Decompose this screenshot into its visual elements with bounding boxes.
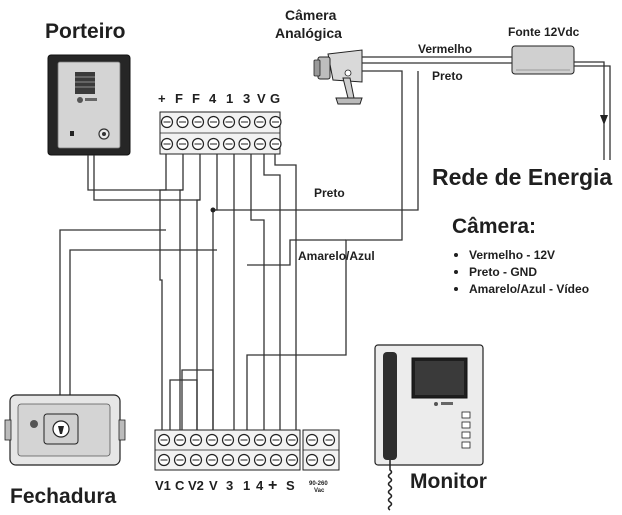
brand-logo-icon xyxy=(77,97,83,103)
power-terminal-block xyxy=(302,429,340,471)
brand-logo-icon xyxy=(30,420,38,428)
bottom-term-label: 1 xyxy=(243,478,250,493)
camera-title-line2: Analógica xyxy=(275,25,342,41)
mains-arrow-icon xyxy=(600,115,608,125)
monitor-button xyxy=(461,441,471,449)
camera-icon xyxy=(313,49,363,105)
handset-cord xyxy=(387,460,393,511)
bottom-term-label: V xyxy=(209,478,218,493)
fonte-label: Fonte 12Vdc xyxy=(508,25,580,39)
top-terminal-block xyxy=(159,111,282,155)
camera-legend: Câmera: Vermelho - 12V Preto - GND Amare… xyxy=(452,215,589,296)
monitor-device xyxy=(374,344,484,511)
top-terminal-labels: + F F 4 1 3 V G xyxy=(158,91,280,106)
monitor-label: Monitor xyxy=(410,470,487,493)
wire-amarelo-label: Amarelo/Azul xyxy=(298,249,375,263)
legend-bullet xyxy=(454,253,458,257)
wire-vermelho-label: Vermelho xyxy=(418,42,472,56)
power-term-label: 90-260 xyxy=(309,481,328,487)
bottom-term-label: 3 xyxy=(226,478,233,493)
power-supply xyxy=(511,45,575,75)
bottom-term-label: 4 xyxy=(256,478,264,493)
rede-label: Rede de Energia xyxy=(432,164,612,190)
bottom-term-label: + xyxy=(268,477,277,494)
legend-title: Câmera: xyxy=(452,215,536,238)
legend-bullet xyxy=(454,270,458,274)
top-term-label: 4 xyxy=(209,91,217,106)
top-term-label: V xyxy=(257,91,266,106)
fechadura-device xyxy=(4,394,126,466)
monitor-button xyxy=(461,421,471,429)
top-term-label: 3 xyxy=(243,91,250,106)
wire-preto-mid-label: Preto xyxy=(314,186,345,200)
bottom-term-label: V2 xyxy=(188,478,204,493)
handset xyxy=(383,352,397,460)
top-term-label: F xyxy=(175,91,183,106)
legend-item-amarelo: Amarelo/Azul - Vídeo xyxy=(469,282,589,296)
power-term-label: Vac xyxy=(314,488,325,494)
bottom-term-label: V1 xyxy=(155,478,171,493)
bottom-terminal-block xyxy=(154,429,301,471)
bottom-term-label: S xyxy=(286,478,295,493)
monitor-button xyxy=(461,411,471,419)
speaker-grille xyxy=(75,72,95,94)
wiring xyxy=(59,71,419,430)
bottom-term-label: C xyxy=(175,478,185,493)
monitor-button xyxy=(461,431,471,439)
camera-lens-icon xyxy=(70,131,74,136)
porteiro-device xyxy=(47,54,131,156)
top-term-label: + xyxy=(158,91,166,106)
porteiro-label: Porteiro xyxy=(45,20,126,43)
top-term-label: F xyxy=(192,91,200,106)
top-term-label: 1 xyxy=(226,91,233,106)
brand-logo-icon xyxy=(434,402,438,406)
legend-item-preto: Preto - GND xyxy=(469,265,537,279)
legend-item-vermelho: Vermelho - 12V xyxy=(469,248,555,262)
bottom-terminal-labels: V1 C V2 V 3 1 4 + S 90-260 Vac xyxy=(155,477,328,494)
legend-bullet xyxy=(454,287,458,291)
top-term-label: G xyxy=(270,91,280,106)
fechadura-label: Fechadura xyxy=(10,485,117,508)
mains-wire xyxy=(574,65,611,160)
mains-wire xyxy=(574,61,605,160)
camera-title-line1: Câmera xyxy=(285,7,337,23)
wire-preto-top-label: Preto xyxy=(432,69,463,83)
